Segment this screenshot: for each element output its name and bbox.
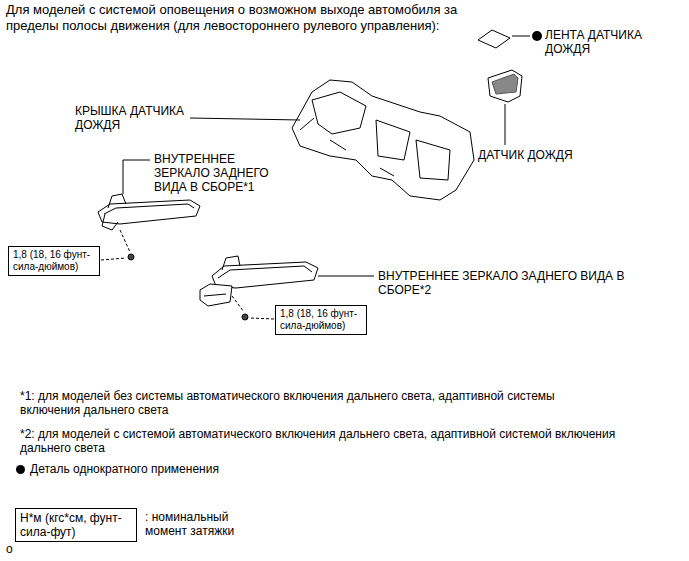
title: Для моделей с системой оповещения о возм… (6, 2, 486, 34)
torque-value: 1,8 (18, 16 фунт-сила-дюймов) (13, 249, 95, 273)
torque-box: 1,8 (18, 16 фунт-сила-дюймов) (8, 246, 100, 276)
part-name: ВНУТРЕННЕЕ ЗЕРКАЛО ЗАДНЕГО ВИДА В СБОРЕ*… (154, 152, 272, 194)
part-name: ЛЕНТА ДАТЧИКА ДОЖДЯ (545, 28, 675, 56)
part-name: ВНУТРЕННЕЕ ЗЕРКАЛО ЗАДНЕГО ВИДА В СБОРЕ*… (378, 269, 668, 297)
torque-box: 1,8 (18, 16 фунт-сила-дюймов) (275, 305, 367, 335)
part-name: ДАТЧИК ДОЖДЯ (478, 148, 608, 162)
footnote: *2: для моделей с системой автоматическо… (20, 427, 620, 455)
legend-dot (16, 465, 25, 474)
torque-value: 1,8 (18, 16 фунт-сила-дюймов) (280, 308, 362, 332)
legend-text: Деталь однократного применения (30, 462, 219, 476)
torque-value: Н*м (кгс*см, фунт-сила-фут) (20, 511, 132, 539)
footnote: *1: для моделей без системы автоматическ… (20, 389, 580, 417)
torque-legend-box: Н*м (кгс*см, фунт-сила-фут) (15, 508, 137, 542)
part-name: КРЫШКА ДАТЧИКА ДОЖДЯ (75, 104, 190, 132)
legend-note: : номинальный момент затяжки (145, 510, 255, 538)
stray-mark: о (6, 542, 26, 556)
legend-row: Деталь однократного применения (16, 462, 219, 476)
